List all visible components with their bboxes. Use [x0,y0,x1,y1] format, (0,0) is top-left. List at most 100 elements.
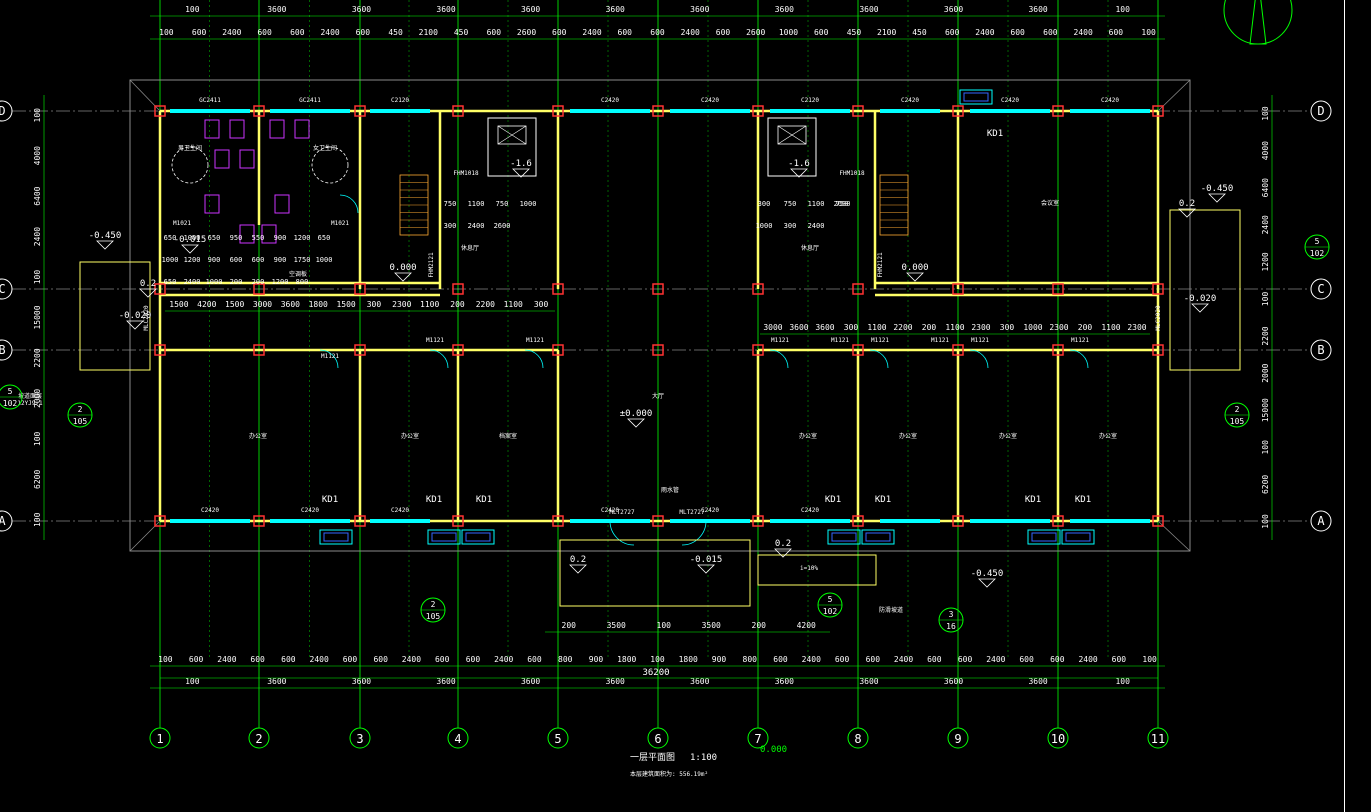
toilet-dim: 650 [164,278,177,286]
elevation-symbol [697,564,715,574]
dim-left-value: 6400 [33,186,42,205]
dim-top-2-value: 450 [847,28,862,37]
dim-right-value: 6200 [1261,475,1270,494]
structural-column [552,105,564,117]
dim-bottom-1-value: 600 [1050,655,1065,664]
structural-column [552,344,564,356]
dim-bottom-2-value: 3600 [267,677,286,686]
eave-outline [129,79,1191,552]
dim-bottom-1-value: 800 [743,655,758,664]
dim-top-2-value: 600 [650,28,665,37]
elevator-cross [497,125,527,145]
structural-column [253,344,265,356]
dim-top-1-value: 3600 [267,5,286,14]
grid-bubble-col-label: 10 [1051,732,1065,746]
grid-bubble-col [847,727,869,749]
dim-top-1-value: 3600 [521,5,540,14]
structural-column [1152,515,1164,527]
north-arrow-circle [1223,0,1293,45]
note-label: i=10% [800,565,818,572]
dim-right-value: 100 [1261,514,1270,529]
dim-entrance-value: 3500 [607,621,626,630]
structural-column [852,283,864,295]
toilet-dim: 550 [252,234,265,242]
grid-bubble-row-label: C [1317,282,1324,296]
grid-bubble-col-label: 5 [554,732,561,746]
dim-bottom-2-value: 3600 [859,677,878,686]
elevation-label: -1.6 [788,159,810,169]
ac-box [861,529,895,545]
dim-bottom-1-value: 600 [773,655,788,664]
structural-column [1152,283,1164,295]
window-label: C2120 [801,97,819,104]
ac-box-inner [865,532,891,542]
dim-bottom-1-value: 600 [466,655,481,664]
dim-left-value: 100 [33,108,42,123]
room-label: 男卫生间 [178,144,202,152]
toilet-fixture [239,149,255,169]
grid-bubble-col [349,727,371,749]
grid-bubble-row-label: A [0,514,6,528]
stair-dim: 750 [444,200,457,208]
dim-top-2-value: 2100 [419,28,438,37]
grid-bubble-row-label: D [1317,104,1324,118]
dim-bottom-1-value: 900 [712,655,727,664]
structural-column [354,515,366,527]
door-label: M1121 [426,337,444,344]
callout-top: 5 [1315,237,1320,246]
elevator-cross [777,125,807,145]
structural-column [652,515,664,527]
grid-bubble-row [1310,278,1332,300]
elevation-symbol [512,168,530,178]
toilet-fixture [214,149,230,169]
elevation-symbol [906,272,924,282]
elevation-symbol [774,548,792,558]
toilet-fixture [261,224,277,244]
dim-top-2-value: 600 [356,28,371,37]
window-label: C2420 [1001,97,1019,104]
window-label: C2420 [1101,97,1119,104]
room-label: 办公室 [401,432,419,440]
dim-bottom-1-value: 2400 [310,655,329,664]
window-a [370,519,430,523]
kd-label: KD1 [987,129,1003,139]
drawing-title-text: 一层平面图 [630,752,675,763]
toilet-dim: 2400 [184,278,201,286]
elevation-label: -0.450 [89,231,122,241]
stair-dim: 300 [444,222,457,230]
ac-box [319,529,353,545]
window-a [1070,519,1150,523]
room-label: 办公室 [999,432,1017,440]
toilet-dim: 1000 [162,256,179,264]
callout-bottom: 102 [823,607,838,616]
dim-left-value: 2200 [33,348,42,367]
toilet-dim: 950 [230,234,243,242]
dim-left-value: 2400 [33,227,42,246]
grid-bubble-col [547,727,569,749]
dim-inner-right-value: 300 [844,323,859,332]
window-label: C2420 [901,97,919,104]
dim-top-2-value: 600 [552,28,567,37]
grid-bubble-row [0,100,13,122]
dim-inner-left-value: 2300 [392,300,411,309]
dim-inner-left-value: 1500 [169,300,188,309]
callout-bottom: 102 [3,399,18,408]
door-label: M1121 [321,353,339,360]
door-label: M1121 [1071,337,1089,344]
dim-bottom-1-value: 100 [158,655,173,664]
dim-left-value: 100 [33,512,42,527]
toilet-dim: 1000 [316,256,333,264]
stair-dim: 1000 [520,200,537,208]
grid-bubble-col-label: 9 [954,732,961,746]
drawing-title: 一层平面图 1:100 0.000 本层建筑面积为: 556.19m² 3620… [630,668,787,778]
door-swing [429,349,449,369]
stair-dim: 750 [784,200,797,208]
elevation-symbol [1191,303,1209,313]
dim-top-2-value: 600 [192,28,207,37]
dim-top-1-value: 3600 [606,5,625,14]
structural-column [952,344,964,356]
grid-bubble-col [149,727,171,749]
door-label: M1121 [931,337,949,344]
dim-entrance-value: 100 [657,621,672,630]
